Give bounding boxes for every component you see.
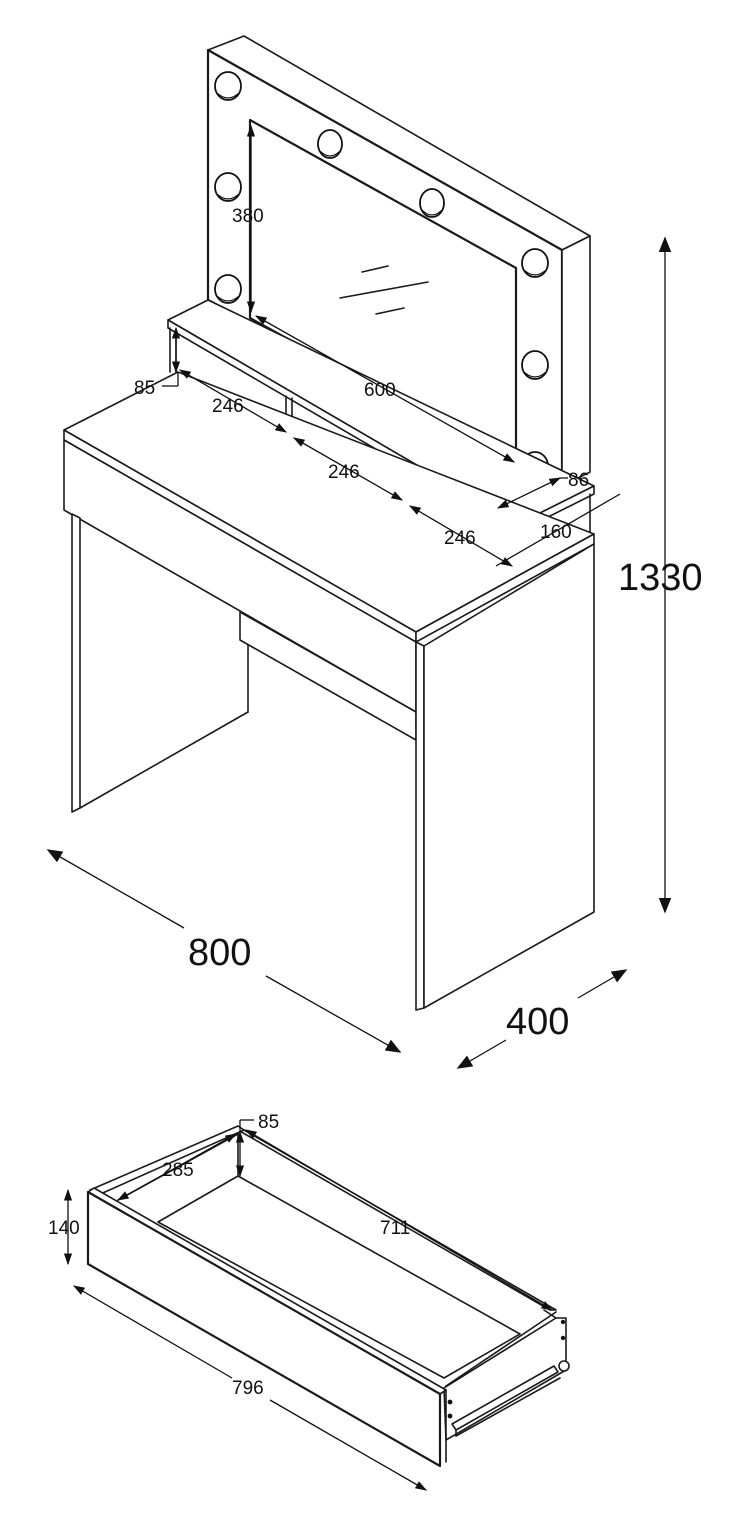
dim-total-depth: 400	[506, 1001, 569, 1043]
bulb-icon	[317, 129, 343, 159]
dim-drawer-inner-depth: 285	[162, 1160, 194, 1181]
dim-total-width: 800	[188, 932, 251, 974]
bulb-icon	[521, 248, 549, 278]
dressing-table: 380 600 85 246 246 246 86 160 1330 800 4…	[46, 35, 703, 1069]
dim-mirror-frame-depth: 86	[568, 470, 589, 491]
dim-total-height: 1330	[618, 557, 703, 599]
drawer-dimension-labels: 85 285 711 140 796	[48, 1112, 410, 1399]
dim-shelf-depth: 160	[540, 522, 572, 543]
dim-mirror-width: 600	[364, 380, 396, 401]
table-dimension-lines	[46, 124, 672, 1069]
bulb-icon	[521, 350, 549, 380]
bulb-icon	[214, 274, 242, 304]
drawer: 85 285 711 140 796	[48, 1112, 570, 1491]
dim-compartment-2: 246	[328, 462, 360, 483]
bulb-icon	[419, 188, 445, 218]
bulb-icon	[214, 71, 242, 101]
dim-drawer-front-height: 140	[48, 1218, 80, 1239]
dim-drawer-inner-height: 85	[258, 1112, 279, 1133]
dim-drawer-front-width: 796	[232, 1378, 264, 1399]
dim-compartment-1: 246	[212, 396, 244, 417]
table-dimension-labels: 380 600 85 246 246 246 86 160 1330 800 4…	[134, 206, 703, 1043]
table-body	[63, 371, 595, 1011]
drawer-dimension-lines	[63, 1119, 554, 1491]
runner-wheel	[558, 1360, 570, 1372]
dim-mirror-height: 380	[232, 206, 264, 227]
dim-shelf-height: 85	[134, 378, 155, 399]
dim-drawer-inner-length: 711	[380, 1218, 410, 1239]
dim-compartment-3: 246	[444, 528, 476, 549]
bulb-icon	[214, 172, 242, 202]
